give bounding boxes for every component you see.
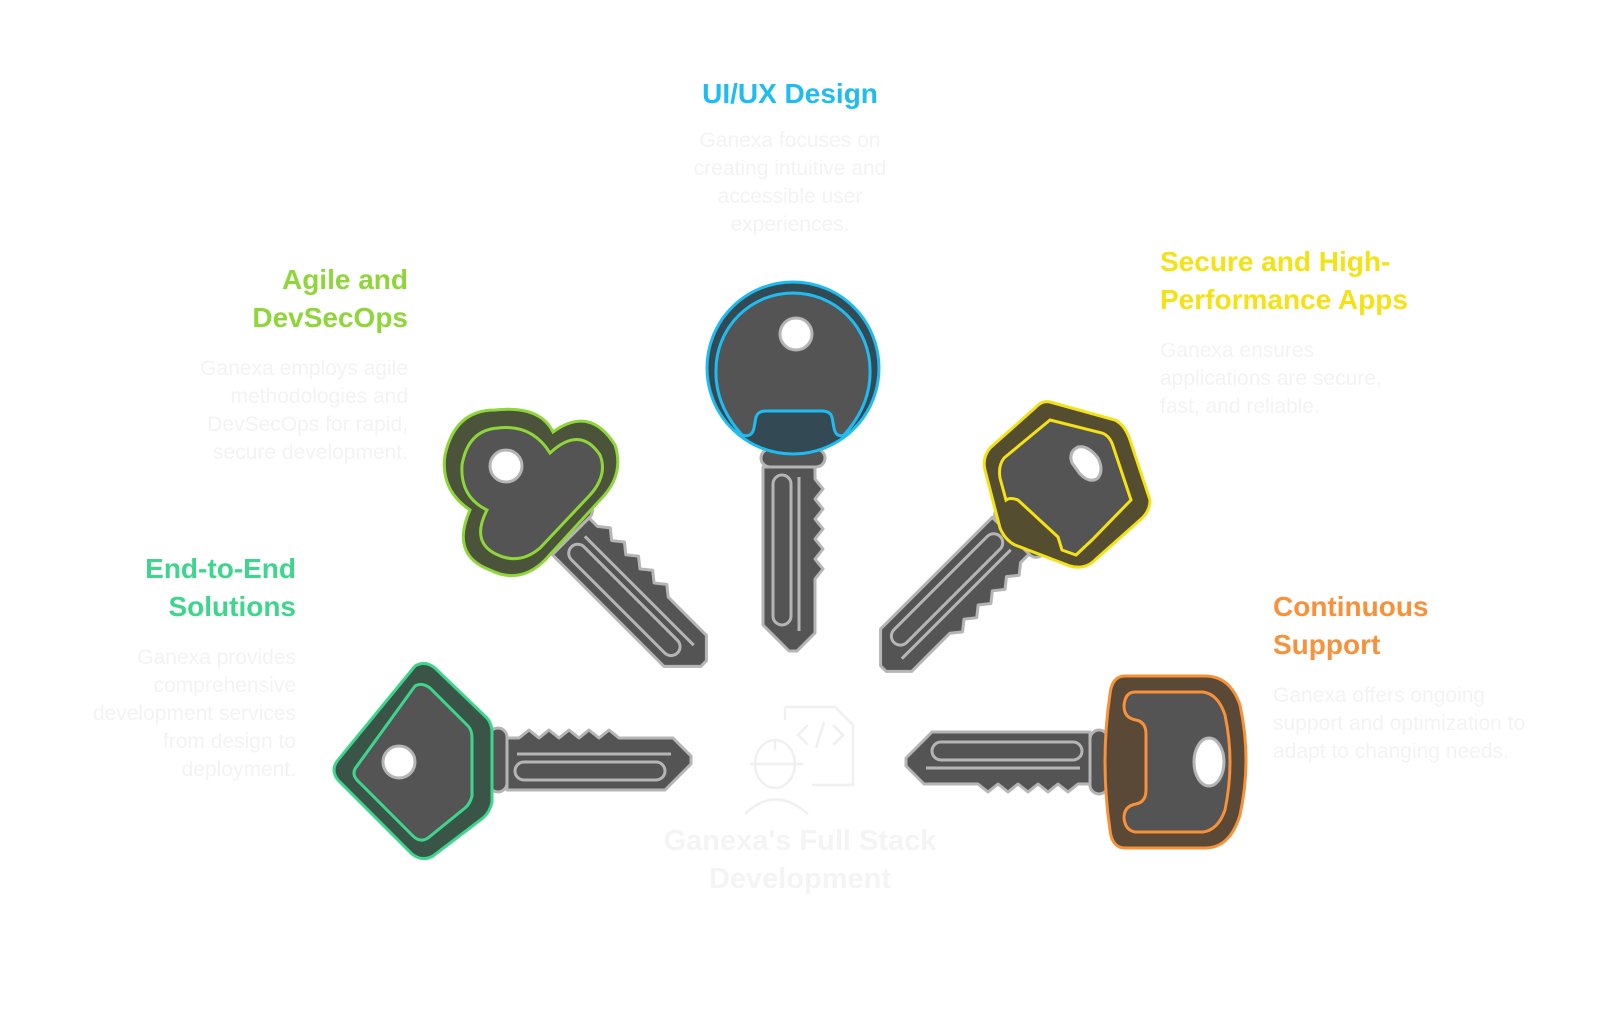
item-title: Secure and High-Performance Apps bbox=[1160, 246, 1408, 315]
item-title: End-to-End Solutions bbox=[145, 553, 296, 622]
rounded-square-head-key bbox=[904, 674, 1248, 850]
item-e2e: End-to-End Solutions Ganexa provides com… bbox=[60, 550, 296, 784]
item-title: Continuous Support bbox=[1273, 591, 1429, 660]
diamond-head-key bbox=[332, 661, 693, 861]
item-description: Ganexa ensures applications are secure, … bbox=[1160, 339, 1382, 418]
center-title: Ganexa's Full Stack Development bbox=[663, 825, 937, 895]
clover-head-key bbox=[442, 407, 728, 688]
round-head-key bbox=[705, 280, 881, 653]
item-uiux: UI/UX Design Ganexa focuses on creating … bbox=[640, 75, 940, 239]
hexagon-head-key bbox=[859, 400, 1152, 693]
developer-code-icon bbox=[744, 705, 855, 815]
item-description: Ganexa focuses on creating intuitive and… bbox=[693, 129, 887, 236]
item-secure: Secure and High-Performance Apps Ganexa … bbox=[1160, 243, 1420, 421]
item-agile: Agile and DevSecOps Ganexa employs agile… bbox=[170, 261, 408, 467]
item-title: Agile and DevSecOps bbox=[252, 264, 408, 333]
item-description: Ganexa employs agile methodologies and D… bbox=[200, 357, 408, 464]
item-description: Ganexa provides comprehensive developmen… bbox=[92, 646, 296, 781]
item-description: Ganexa offers ongoing support and optimi… bbox=[1273, 684, 1526, 763]
item-support: Continuous Support Ganexa offers ongoing… bbox=[1273, 588, 1533, 766]
item-title: UI/UX Design bbox=[702, 78, 878, 109]
